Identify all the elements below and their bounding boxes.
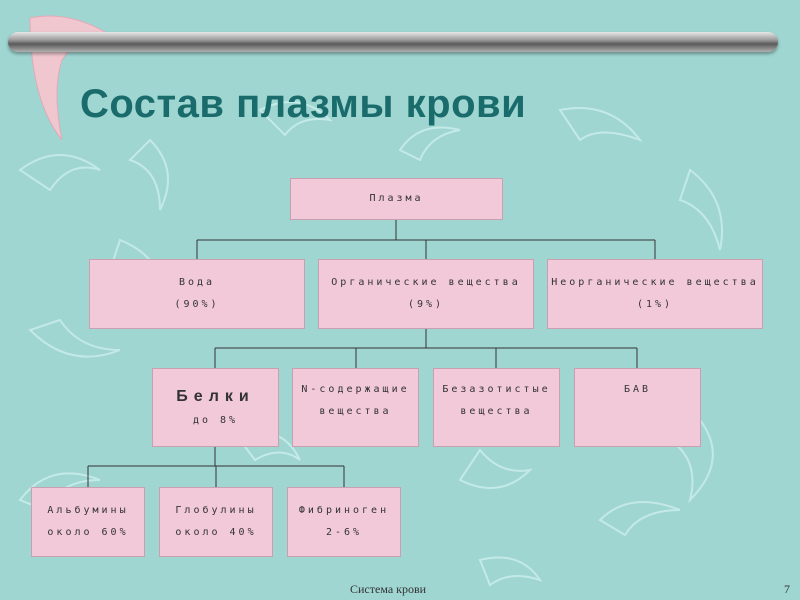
node-water: Вода (90%) [89,259,305,329]
node-fibrinogen-label: Фибриноген [298,505,390,516]
slide-title: Состав плазмы крови [80,82,527,126]
node-fibrinogen-percent: 2-6% [325,527,363,538]
node-albumins-percent: около 60% [47,527,129,538]
node-organic-percent: (9%) [407,299,445,310]
node-organic-substances: Органические вещества (9%) [318,259,534,329]
node-globulins-percent: около 40% [175,527,257,538]
node-globulins-label: Глобулины [175,505,257,516]
node-nitrogen-free: Безазотистые вещества [433,368,560,447]
node-nitrogen-free-line2: вещества [460,406,533,417]
node-n-containing-line2: вещества [319,406,392,417]
node-fibrinogen: Фибриноген 2-6% [287,487,401,557]
node-proteins-percent: до 8% [192,414,239,426]
page-number: 7 [784,582,790,596]
node-proteins-label: Белки [176,387,255,405]
node-albumins: Альбумины около 60% [31,487,145,557]
node-nitrogen-free-line1: Безазотистые [442,384,551,395]
node-inorganic-label: Неорганические вещества [551,277,759,288]
node-inorganic-percent: (1%) [636,299,674,310]
node-water-percent: (90%) [174,299,220,310]
node-inorganic-substances: Неорганические вещества (1%) [547,259,763,329]
node-organic-label: Органические вещества [331,277,521,288]
node-proteins: Белки до 8% [152,368,279,447]
node-n-containing: N-содержащие вещества [292,368,419,447]
node-bav-label: БАВ [623,384,652,395]
node-globulins: Глобулины около 40% [159,487,273,557]
footer-text: Система крови [350,582,427,596]
node-albumins-label: Альбумины [47,505,129,516]
node-water-label: Вода [178,277,216,288]
node-plasma: Плазма [290,178,503,220]
node-bav: БАВ [574,368,701,447]
node-n-containing-line1: N-содержащие [301,384,410,395]
decorative-metal-bar [8,32,778,52]
node-plasma-label: Плазма [369,193,424,204]
